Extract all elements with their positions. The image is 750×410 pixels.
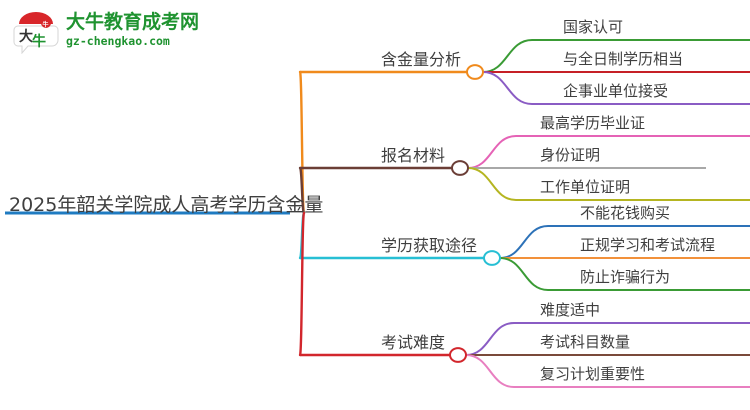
leaf-curve-2-2 [499, 257, 549, 291]
site-logo[interactable]: 大 牛 牛 大牛教育成考网 gz-chengkao.com [12, 8, 199, 56]
leaf-label-1-1[interactable]: 身份证明 [540, 146, 601, 164]
logo-text-block: 大牛教育成考网 gz-chengkao.com [66, 11, 200, 48]
leaf-label-0-0[interactable]: 国家认可 [563, 18, 624, 36]
branch-node-2[interactable] [483, 250, 501, 266]
branch-label-3[interactable]: 考试难度 [381, 333, 446, 352]
leaf-label-0-1[interactable]: 与全日制学历相当 [563, 50, 684, 68]
svg-text:大: 大 [19, 28, 33, 45]
leaf-curve-0-2 [482, 71, 533, 105]
leaf-curve-0-0 [482, 39, 533, 73]
leaf-label-2-1[interactable]: 正规学习和考试流程 [580, 236, 716, 254]
logo-title: 大牛教育成考网 [66, 11, 200, 33]
branch-curve-1 [298, 166, 306, 215]
leaf-label-1-2[interactable]: 工作单位证明 [540, 178, 631, 196]
leaf-label-2-2[interactable]: 防止诈骗行为 [580, 268, 671, 286]
leaf-label-1-0[interactable]: 最高学历毕业证 [540, 114, 646, 132]
branch-node-0[interactable] [466, 64, 484, 80]
leaf-curve-2-0 [499, 225, 549, 259]
root-node-label[interactable]: 2025年韶关学院成人高考学历含金量 [9, 194, 324, 216]
svg-text:牛: 牛 [43, 21, 49, 29]
leaf-label-2-0[interactable]: 不能花钱购买 [580, 204, 671, 222]
leaf-curve-1-2 [467, 167, 517, 201]
branch-label-1[interactable]: 报名材料 [381, 146, 446, 165]
logo-subtitle: gz-chengkao.com [66, 34, 170, 48]
leaf-curve-3-2 [465, 354, 515, 388]
leaf-label-3-0[interactable]: 难度适中 [540, 301, 601, 319]
branch-label-0[interactable]: 含金量分析 [381, 50, 462, 69]
leaf-curve-3-0 [465, 322, 515, 356]
branch-label-2[interactable]: 学历获取途径 [381, 236, 478, 255]
svg-text:牛: 牛 [32, 33, 46, 50]
leaf-label-0-2[interactable]: 企事业单位接受 [563, 82, 669, 100]
branch-node-3[interactable] [449, 347, 467, 363]
leaf-label-3-2[interactable]: 复习计划重要性 [540, 365, 646, 383]
branch-node-1[interactable] [451, 160, 469, 176]
leaf-curve-1-0 [467, 135, 517, 169]
leaf-label-3-1[interactable]: 考试科目数量 [540, 333, 631, 351]
daniu-bull-logo-icon: 大 牛 牛 [13, 12, 59, 54]
branch-curve-3 [298, 211, 306, 357]
